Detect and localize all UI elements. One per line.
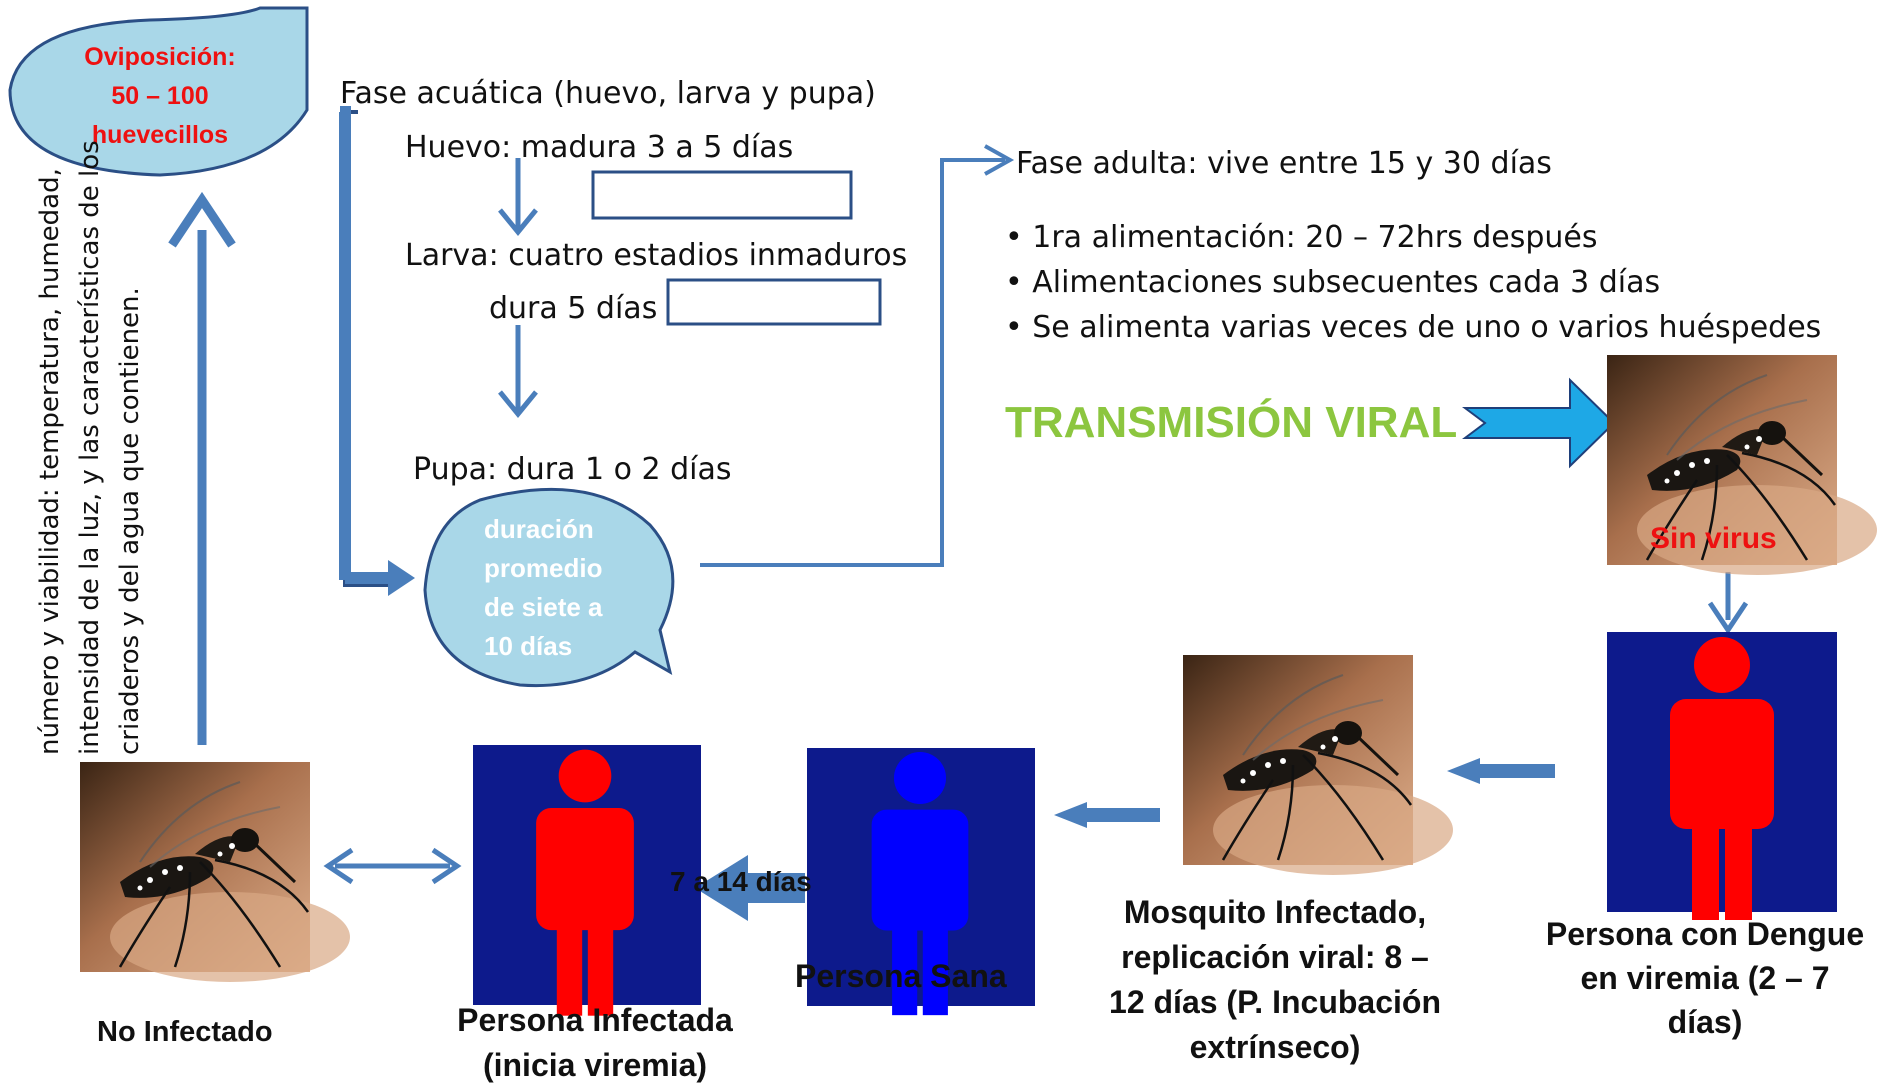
dengue-person-line-3: días) (1667, 1004, 1743, 1040)
adult-bullet-2: • Alimentaciones subsecuentes cada 3 día… (1005, 265, 1661, 300)
viability-note: número y viabilidad: temperatura, humeda… (35, 140, 145, 755)
dengue-person-label: Persona con Dengue en viremia (2 – 7 día… (1515, 912, 1895, 1044)
infected-mosquito-label: Mosquito Infectado, replicación viral: 8… (1070, 890, 1480, 1070)
adult-bullet-2-text: Alimentaciones subsecuentes cada 3 días (1032, 265, 1661, 300)
days-7-14-label: 7 a 14 días (670, 866, 812, 897)
infected-person-line-2: (inicia viremia) (482, 1047, 708, 1083)
oviposition-unit: huevecillos (91, 121, 229, 149)
duration-bubble (423, 487, 675, 688)
duration-line-3: de siete a (484, 592, 603, 622)
healthy-person-label: Persona Sana (795, 958, 1007, 994)
transmission-arrow (1462, 377, 1616, 469)
mosquito-photo-middle (1181, 653, 1455, 877)
no-virus-label: Sin virus (1650, 522, 1777, 555)
duration-line-4: 10 días (484, 631, 573, 661)
mosquito-photo-left (78, 760, 352, 984)
infected-mosquito-line-2: replicación viral: 8 – (1121, 939, 1429, 975)
adult-bullet-3: • Se alimenta varias veces de uno o vari… (1005, 310, 1822, 345)
infected-mosquito-line-4: extrínseco) (1189, 1029, 1361, 1065)
larva-label-line2: dura 5 días (489, 291, 658, 326)
oviposition-range: 50 – 100 (111, 82, 209, 110)
adult-bullet-3-text: Se alimenta varias veces de uno o varios… (1032, 310, 1822, 345)
not-infected-label: No Infectado (97, 1016, 273, 1048)
duration-line-2: promedio (484, 553, 603, 583)
oviposition-title: Oviposición: (84, 43, 236, 71)
adult-bullet-1: • 1ra alimentación: 20 – 72hrs después (1005, 220, 1598, 255)
dengue-person-line-2: en viremia (2 – 7 (1580, 960, 1830, 996)
transmission-label: TRANSMISIÓN VIRAL (1005, 398, 1458, 447)
aquatic-phase-title: Fase acuática (huevo, larva y pupa) (340, 76, 876, 111)
pupa-label: Pupa: dura 1 o 2 días (413, 452, 732, 487)
adult-bullet-1-text: 1ra alimentación: 20 – 72hrs después (1032, 220, 1598, 255)
adult-phase-title: Fase adulta: vive entre 15 y 30 días (1016, 146, 1552, 181)
egg-label: Huevo: madura 3 a 5 días (405, 130, 794, 165)
oviposition-label: Oviposición: 50 – 100 huevecillos (60, 38, 260, 155)
duration-text: duración promedio de siete a 10 días (484, 510, 603, 666)
dengue-person-line-1: Persona con Dengue (1545, 916, 1865, 952)
infected-mosquito-line-3: 12 días (P. Incubación (1109, 984, 1441, 1020)
infected-mosquito-line-1: Mosquito Infectado, (1123, 894, 1427, 930)
duration-line-1: duración (484, 514, 594, 544)
larva-label-line1: Larva: cuatro estadios inmaduros (405, 238, 908, 273)
infected-person-line-1: Persona Infectada (457, 1002, 733, 1038)
oviposition-bubble (8, 6, 309, 177)
infected-person-label: Persona Infectada (inicia viremia) (420, 998, 770, 1088)
